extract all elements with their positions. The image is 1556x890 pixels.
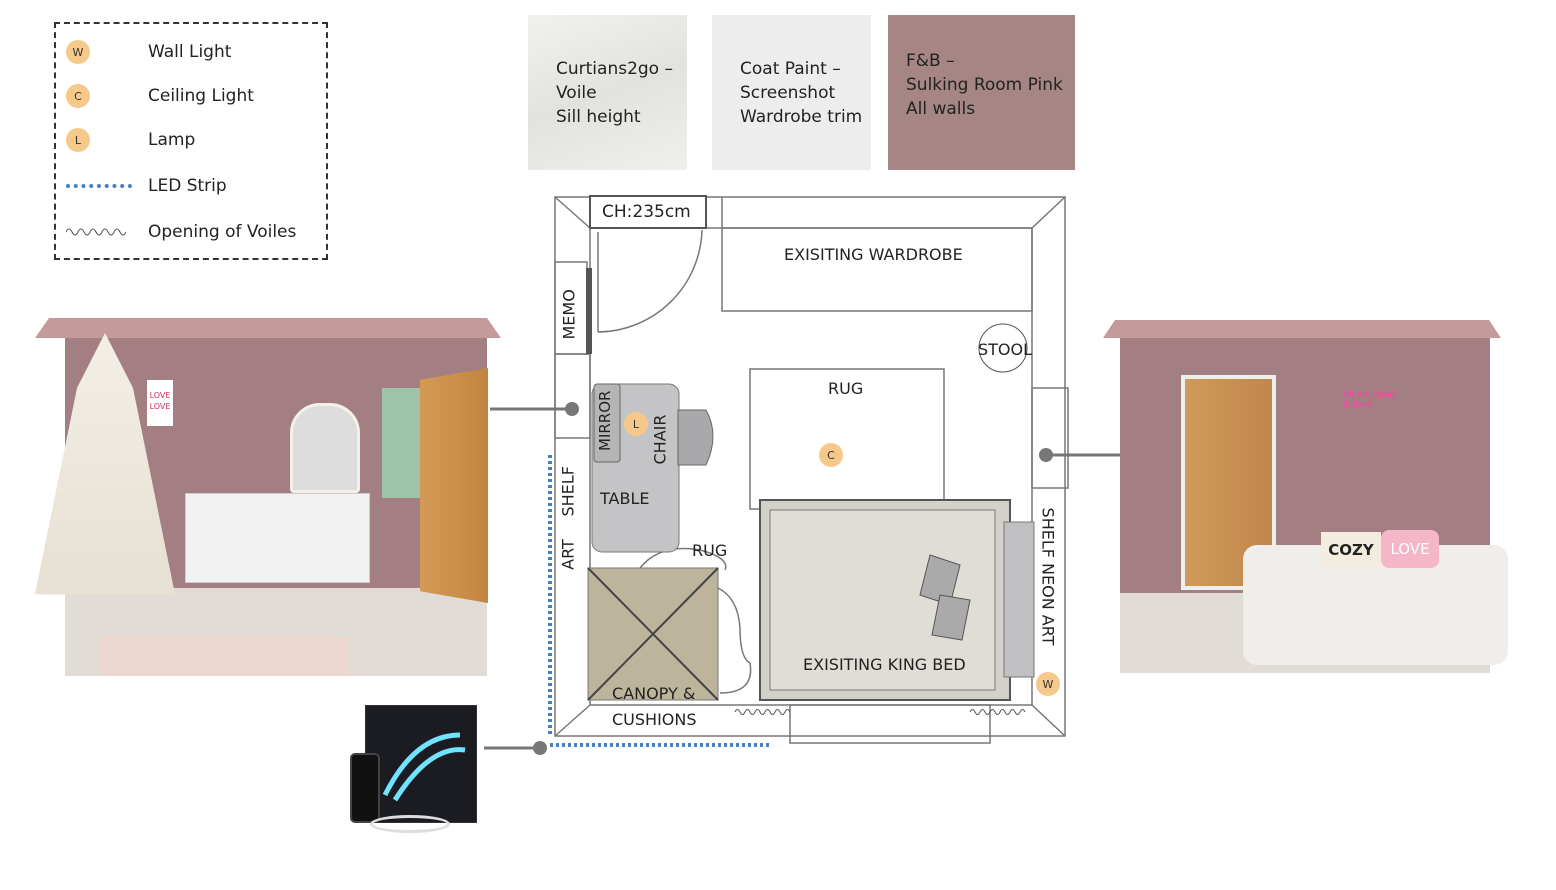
led-strip-icon: [382, 732, 466, 802]
wall-light-icon: W: [66, 40, 90, 64]
rug-label: RUG: [828, 379, 864, 398]
wall-light-icon: W: [1036, 672, 1060, 696]
shelf-label: SHELF: [558, 466, 578, 517]
ceiling-light-icon: C: [819, 443, 843, 467]
legend: W Wall Light C Ceiling Light L Lamp LED …: [54, 22, 328, 260]
swatch-coat-paint: Coat Paint – Screenshot Wardrobe trim: [712, 15, 871, 170]
legend-item-wall-light: W Wall Light: [66, 40, 231, 64]
memo-board: [382, 388, 424, 498]
canopy-label: CANOPY &: [612, 684, 696, 703]
mirror-label: MIRROR: [596, 390, 614, 451]
swatch-text: Voile: [556, 82, 597, 103]
window-box: [589, 195, 707, 229]
love-cushion: LOVE: [1381, 530, 1439, 568]
swatch-text: Curtians2go –: [556, 58, 673, 79]
poster-text: LOVE: [149, 402, 171, 411]
swatch-text: Sulking Room Pink: [906, 75, 1063, 95]
left-wall-elevation: LOVE LOVE: [35, 318, 501, 678]
memo-label: MEMO: [559, 289, 579, 340]
led-strip-icon: [66, 184, 132, 188]
desk-image: [185, 493, 370, 583]
wardrobe-label: EXISITING WARDROBE: [784, 245, 963, 264]
chair-label: CHAIR: [650, 414, 670, 465]
lamp-icon: L: [66, 128, 90, 152]
legend-item-ceiling-light: C Ceiling Light: [66, 84, 254, 108]
cozy-cushion: COZY: [1321, 532, 1381, 568]
rug-image: [100, 636, 350, 676]
door-image: [420, 368, 488, 603]
lamp-icon: L: [624, 412, 648, 436]
right-wall-elevation: All we need is love COZY LOVE: [1103, 320, 1508, 675]
legend-item-led-strip: LED Strip: [66, 174, 227, 198]
swatch-text: Wardrobe trim: [740, 106, 863, 127]
shelf-neon-art-label: SHELF NEON ART: [1038, 507, 1058, 646]
legend-item-lamp: L Lamp: [66, 128, 195, 152]
stool-label: STOOL: [978, 340, 1033, 359]
cushions-label: CUSHIONS: [612, 710, 697, 729]
swatch-voile: Curtians2go – Voile Sill height: [528, 15, 687, 170]
mirror-image: [290, 403, 360, 493]
love-poster: LOVE LOVE: [147, 380, 173, 426]
rug-small-label: RUG: [692, 541, 728, 560]
poster-text: LOVE: [149, 391, 171, 400]
table-label: TABLE: [600, 489, 650, 508]
swatch-text: Sill height: [556, 106, 641, 127]
neon-sign: All we need is love: [1343, 390, 1396, 410]
swatch-text: Screenshot: [740, 82, 836, 103]
voile-opening-icon: [66, 228, 126, 236]
led-strip-product: [350, 705, 482, 835]
bed-label: EXISITING KING BED: [803, 655, 966, 674]
swatch-sulking-room-pink: F&B – Sulking Room Pink All walls: [888, 15, 1075, 170]
art-label: ART: [558, 539, 578, 570]
swatch-text: Coat Paint –: [740, 58, 841, 79]
ceiling-height-label: CH:235cm: [602, 202, 691, 222]
legend-item-voiles: Opening of Voiles: [66, 220, 296, 244]
swatch-text: F&B –: [906, 51, 955, 71]
ceiling-light-icon: C: [66, 84, 90, 108]
swatch-text: All walls: [906, 99, 976, 119]
